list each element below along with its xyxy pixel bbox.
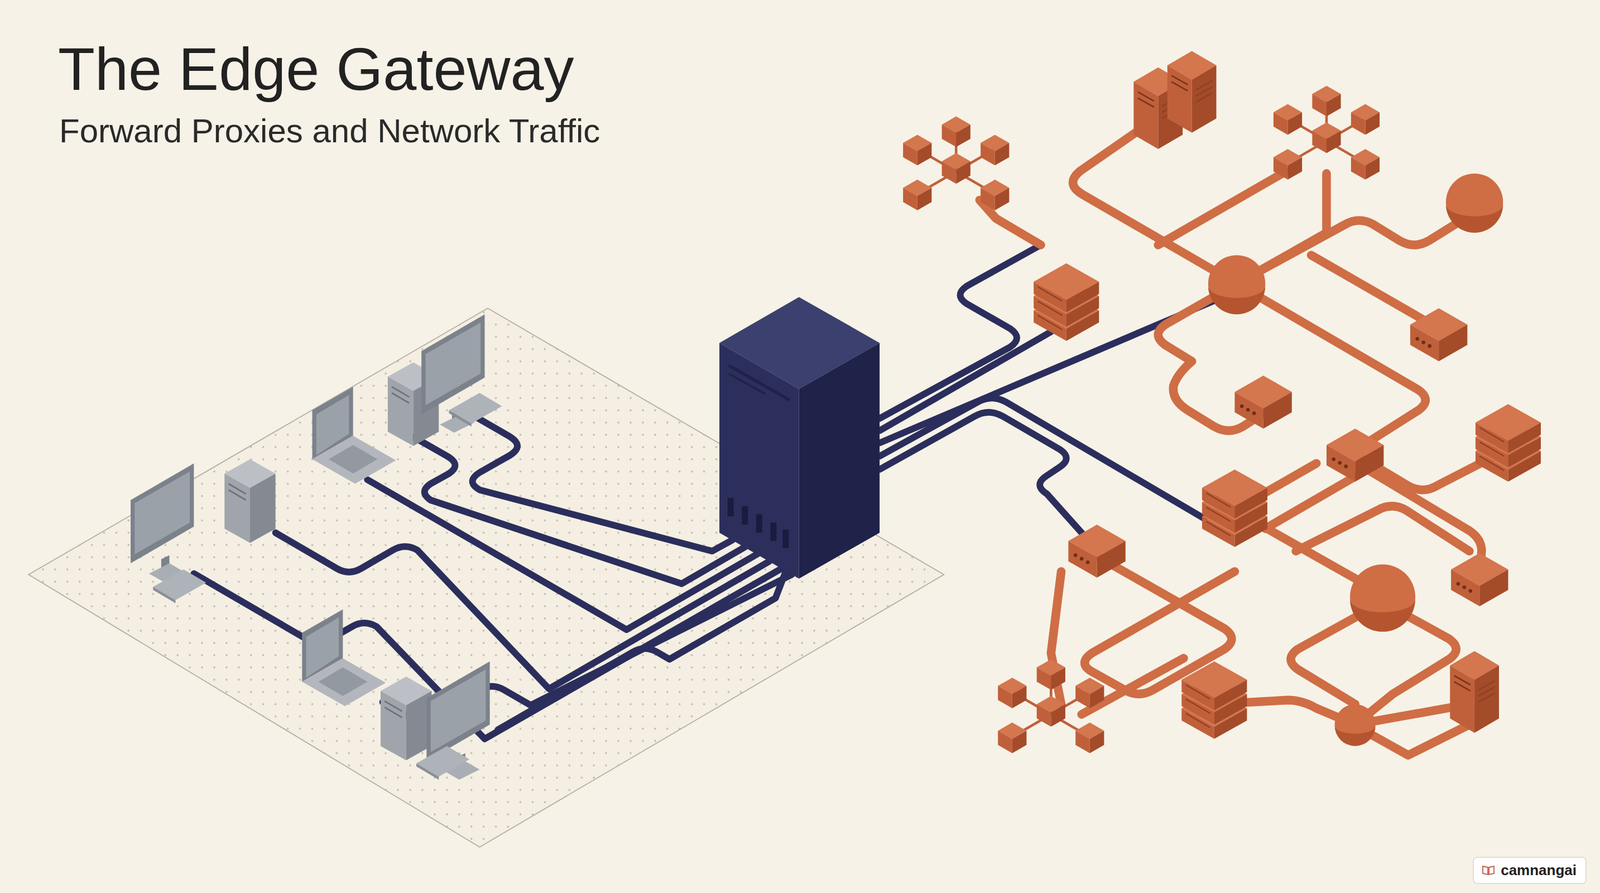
title-text: The Edge Gateway bbox=[58, 34, 575, 104]
internet-link bbox=[1158, 171, 1286, 245]
box-node bbox=[1410, 308, 1468, 362]
server-stack-icon bbox=[1475, 404, 1541, 482]
client-devices bbox=[130, 314, 503, 780]
internet-links bbox=[979, 120, 1508, 756]
keyboard-icon bbox=[152, 569, 206, 603]
cluster-icon bbox=[997, 659, 1104, 753]
keyboard-icon bbox=[449, 392, 503, 427]
pc-tower-icon bbox=[380, 676, 432, 761]
internet-link bbox=[1311, 255, 1440, 329]
gateway-server bbox=[719, 296, 880, 579]
box-node bbox=[1450, 553, 1508, 607]
lan-cables bbox=[193, 410, 792, 739]
sphere-node bbox=[1349, 564, 1416, 632]
wan-link bbox=[879, 244, 1041, 419]
cluster-icon bbox=[1273, 85, 1380, 180]
book-icon bbox=[1481, 864, 1496, 876]
server-stack-icon bbox=[1033, 263, 1099, 341]
lan-cable bbox=[464, 410, 733, 551]
hub-node bbox=[1208, 255, 1266, 315]
server-icon bbox=[1167, 50, 1217, 133]
server-icon bbox=[1449, 651, 1499, 733]
internet-link bbox=[979, 199, 1041, 245]
internet-link bbox=[1236, 212, 1475, 284]
pc-tower-icon bbox=[224, 459, 276, 544]
keyboard-icon bbox=[416, 746, 470, 780]
lan-cable bbox=[413, 436, 746, 584]
sphere-node bbox=[1445, 173, 1503, 233]
server-stack-icon bbox=[1181, 661, 1247, 739]
laptop-icon bbox=[301, 609, 386, 707]
box-node bbox=[1234, 375, 1292, 429]
internet-hosts bbox=[902, 50, 1541, 753]
watermark-text: camnangai bbox=[1500, 861, 1577, 879]
floor-plate bbox=[28, 308, 944, 847]
lan-cable bbox=[497, 571, 786, 730]
floor-dots bbox=[28, 308, 944, 847]
box-node bbox=[1326, 428, 1384, 482]
wan-link bbox=[879, 412, 1082, 533]
sphere-node bbox=[1334, 704, 1376, 747]
watermark-badge: camnangai bbox=[1472, 856, 1587, 884]
box-node bbox=[1068, 524, 1126, 578]
monitor-icon bbox=[130, 463, 194, 582]
wan-link bbox=[879, 397, 1204, 519]
internet-link bbox=[1265, 469, 1482, 577]
laptop-icon bbox=[312, 386, 397, 484]
internet-link bbox=[1295, 506, 1470, 551]
cluster-icon bbox=[902, 116, 1009, 210]
subtitle-text: Forward Proxies and Network Traffic bbox=[59, 111, 600, 151]
server-stack-icon bbox=[1202, 469, 1268, 547]
